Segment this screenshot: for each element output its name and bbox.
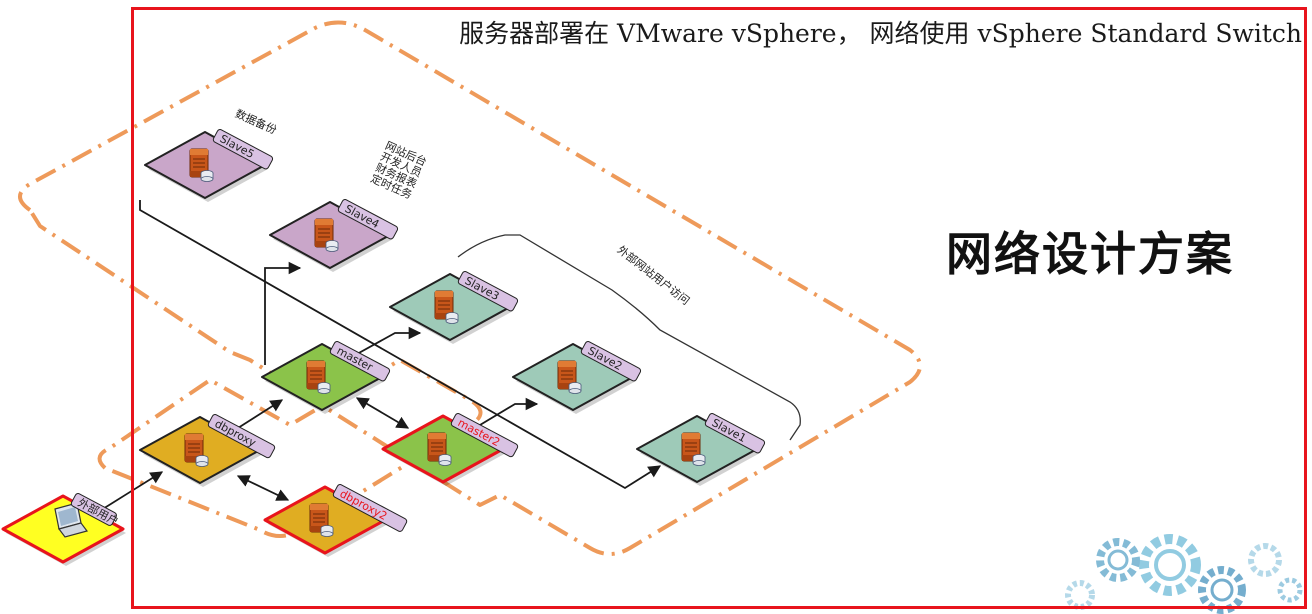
dashed-boundary (97, 358, 483, 538)
node-slave4: Slave4 (269, 199, 399, 272)
connection-line (469, 397, 539, 432)
connection-line (347, 326, 422, 360)
node-slave1: Slave1 (636, 413, 766, 486)
node-slave5: Slave5 (144, 129, 274, 202)
dashed-boundaries (18, 20, 922, 556)
dashed-boundary (18, 20, 922, 556)
node-dbproxy: dbproxy (139, 414, 276, 487)
slide-frame (131, 7, 1307, 609)
connection-line (139, 200, 662, 490)
deployment-subtitle: 服务器部署在 VMware vSphere， 网络使用 vSphere Stan… (459, 19, 1302, 48)
node-master2: master2 (381, 413, 519, 486)
node-master: master (261, 341, 391, 414)
connection-line (237, 399, 284, 429)
gear-decoration-icon (1065, 534, 1303, 614)
group-bracket (457, 234, 801, 441)
node-slave3: Slave3 (389, 271, 519, 344)
connection-lines (97, 200, 801, 513)
node-slave2: Slave2 (512, 341, 642, 414)
node-dbproxy2: dbproxy2 (263, 484, 408, 557)
connection-line (236, 475, 290, 501)
connection-line (97, 471, 164, 513)
node-external: 外部用户 (1, 493, 126, 566)
page-title: 网络设计方案 (946, 227, 1234, 281)
connection-line (264, 261, 302, 365)
connection-line (355, 397, 410, 429)
